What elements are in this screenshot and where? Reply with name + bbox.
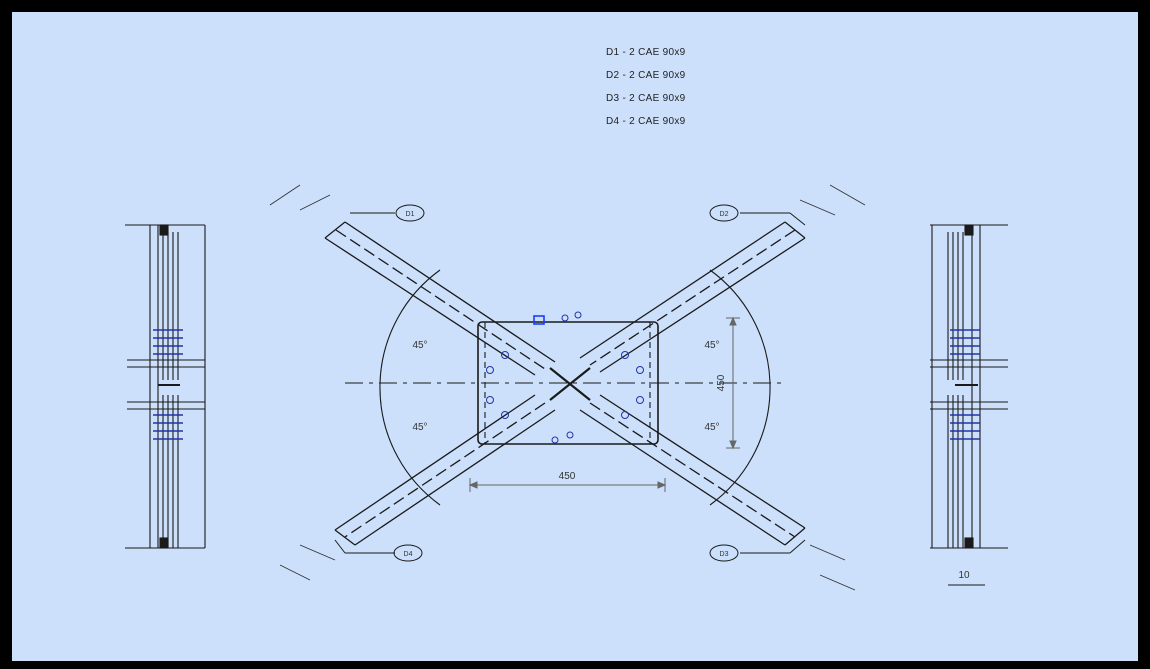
brace-d1-d3 — [324, 221, 806, 546]
gusset-plate — [477, 321, 659, 445]
right-elevation-detail — [930, 224, 1008, 586]
angle-label-bottom-left: 45° — [412, 422, 427, 433]
angle-label-top-right: 45° — [704, 340, 719, 351]
left-angle-arc — [379, 269, 441, 506]
tag-leaders — [334, 212, 806, 554]
legend-line-d1: D1 - 2 CAE 90x9 — [606, 47, 686, 58]
left-elevation-detail — [125, 224, 206, 549]
tag-d2: D2 — [709, 204, 739, 222]
svg-text:D1: D1 — [406, 211, 415, 218]
svg-text:D2: D2 — [720, 211, 729, 218]
svg-text:D3: D3 — [720, 551, 729, 558]
height-dimension-line — [726, 316, 740, 450]
plate-width-dimension: 450 — [559, 471, 576, 482]
legend-line-d3: D3 - 2 CAE 90x9 — [606, 93, 686, 104]
svg-text:D4: D4 — [404, 551, 413, 558]
side-detail-dimension: 10 — [958, 570, 970, 581]
plate-height-dimension: 450 — [716, 374, 727, 391]
tag-d4: D4 — [393, 544, 423, 562]
tag-d3: D3 — [709, 544, 739, 562]
bolt-marks — [486, 311, 644, 444]
angle-label-top-left: 45° — [412, 340, 427, 351]
weld-symbols — [269, 184, 866, 591]
central-plan — [345, 269, 785, 506]
legend-line-d4: D4 - 2 CAE 90x9 — [606, 116, 686, 127]
legend-line-d2: D2 - 2 CAE 90x9 — [606, 70, 686, 81]
brace-d2-d4 — [334, 221, 806, 546]
right-angle-arc — [709, 269, 771, 506]
width-dimension-line — [468, 478, 667, 492]
tag-d1: D1 — [395, 204, 425, 222]
angle-label-bottom-right: 45° — [704, 422, 719, 433]
